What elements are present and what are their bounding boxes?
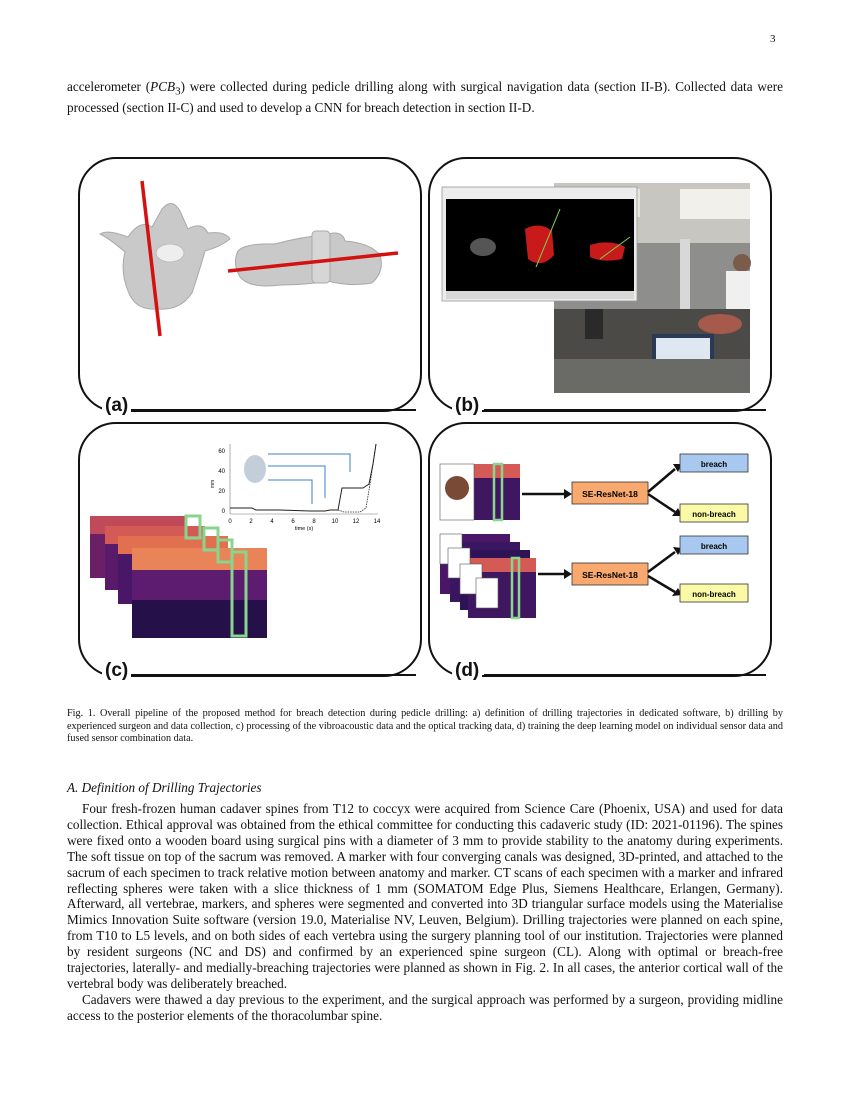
output-nonbreach-top-label: non-breach <box>692 510 736 519</box>
plot-xtick-2: 2 <box>249 519 253 525</box>
output-nonbreach-top <box>679 503 749 523</box>
panel-c: 60 40 20 0 mm 0 2 4 6 8 10 12 14 time (s… <box>78 422 422 677</box>
panel-c-label: (c) <box>102 660 132 682</box>
plot-ytick-60: 60 <box>218 449 225 455</box>
intro-math-sub: 3 <box>175 85 181 98</box>
intro-text-end: ) were collected during pedicle drilling… <box>67 79 783 115</box>
signal-processing-illustration: 60 40 20 0 mm 0 2 4 6 8 10 12 14 time (s… <box>90 443 381 638</box>
plot-ytick-20: 20 <box>218 489 225 495</box>
body-text: Four fresh-frozen human cadaver spines f… <box>67 801 783 1024</box>
plot-xtick-14: 14 <box>374 519 381 525</box>
vertebra-models-illustration <box>98 180 399 337</box>
plot-xtick-0: 0 <box>228 519 232 525</box>
panel-d: SE-ResNet-18 SE-ResNet-18 breach non-bre… <box>428 422 772 677</box>
plot-xtick-10: 10 <box>332 519 339 525</box>
body-paragraph-1: Four fresh-frozen human cadaver spines f… <box>67 801 783 991</box>
figure-caption: Fig. 1. Overall pipeline of the proposed… <box>67 708 783 745</box>
network-box-top <box>571 481 649 505</box>
panel-d-underline <box>484 674 766 676</box>
plot-ylabel: mm <box>210 480 216 488</box>
plot-ytick-0: 0 <box>222 509 226 515</box>
output-breach-bottom-label: breach <box>701 542 727 551</box>
intro-text-start: accelerometer ( <box>67 79 151 94</box>
panel-a-underline <box>130 409 416 411</box>
plot-xtick-12: 12 <box>353 519 360 525</box>
spectrogram-stack <box>90 514 267 638</box>
plot-xtick-6: 6 <box>291 519 295 525</box>
panel-b <box>428 157 772 412</box>
intro-math: PCB <box>150 79 176 94</box>
trajectory-line-axial <box>140 180 162 337</box>
panel-b-label: (b) <box>452 395 483 417</box>
network-box-bottom <box>571 562 649 586</box>
figure-1: (a) (b) <box>70 150 780 695</box>
panel-d-label: (d) <box>452 660 483 682</box>
intro-paragraph: accelerometer (PCB3) were collected duri… <box>67 79 783 116</box>
output-nonbreach-bottom <box>679 583 749 603</box>
panel-c-underline <box>130 674 416 676</box>
tracking-plot: 60 40 20 0 mm 0 2 4 6 8 10 12 14 time (s… <box>210 443 381 532</box>
plot-ytick-40: 40 <box>218 469 225 475</box>
trajectory-line-lateral <box>227 251 399 273</box>
network-label-bottom: SE-ResNet-18 <box>582 570 638 580</box>
surgical-setup-illustration <box>441 183 751 393</box>
plot-xtick-8: 8 <box>312 519 316 525</box>
page-number: 3 <box>770 33 776 45</box>
output-breach-top <box>679 453 749 473</box>
training-pipeline-diagram: SE-ResNet-18 SE-ResNet-18 breach non-bre… <box>439 453 749 620</box>
panel-a <box>78 157 422 412</box>
panel-a-label: (a) <box>102 395 132 417</box>
section-heading: A. Definition of Drilling Trajectories <box>67 780 262 795</box>
network-label-top: SE-ResNet-18 <box>582 489 638 499</box>
plot-xtick-4: 4 <box>270 519 274 525</box>
output-nonbreach-bottom-label: non-breach <box>692 590 736 599</box>
body-paragraph-2: Cadavers were thawed a day previous to t… <box>67 991 783 1023</box>
panel-b-underline <box>484 409 766 411</box>
plot-xlabel: time (s) <box>295 526 314 532</box>
output-breach-top-label: breach <box>701 460 727 469</box>
output-breach-bottom <box>679 535 749 555</box>
